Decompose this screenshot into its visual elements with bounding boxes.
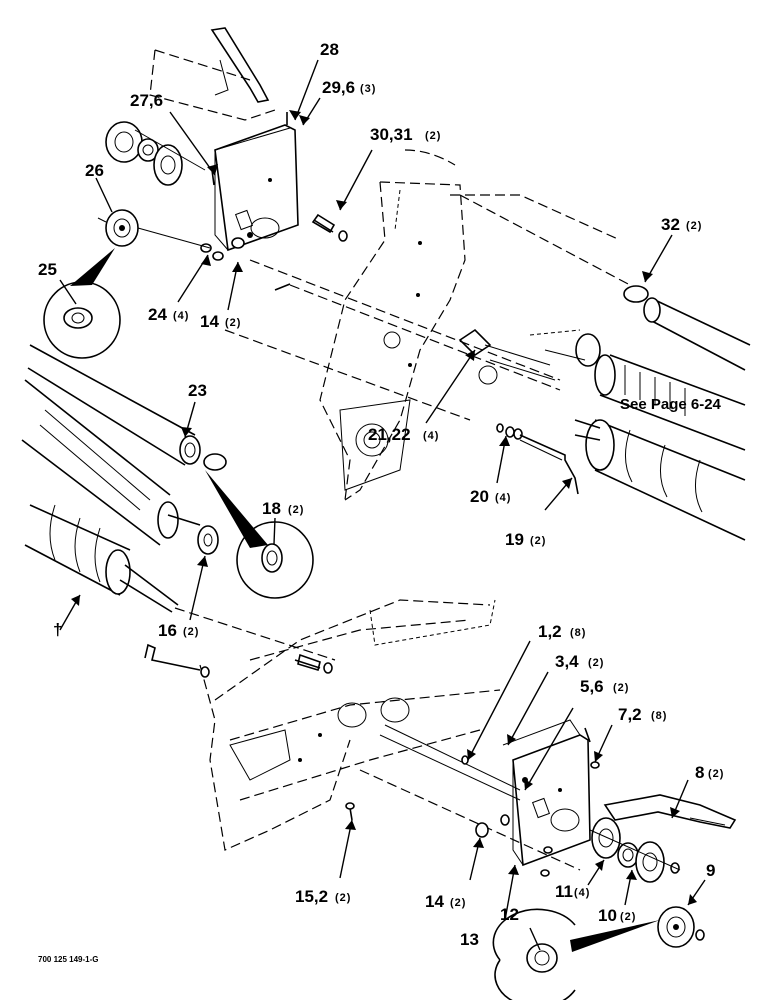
see-page-reference: See Page 6-24 xyxy=(620,396,722,413)
callout-14-upper-qty: (2) xyxy=(225,317,241,329)
callout-19-qty: (2) xyxy=(530,535,546,547)
callout-29-6: 29,6 xyxy=(322,78,355,97)
callout-1-2-qty: (8) xyxy=(570,627,586,639)
right-rollers xyxy=(459,194,751,541)
callout-14-upper: 14 xyxy=(200,312,219,331)
callout-21-22: 21,22 xyxy=(368,425,411,444)
callout-dagger: † xyxy=(53,620,62,639)
callout-labels: 28 29,6 (3) 27,6 26 30,31 (2) 25 32 (2) … xyxy=(38,40,724,964)
callout-30-31: 30,31 xyxy=(370,125,413,144)
leader-lines xyxy=(59,59,706,951)
callout-3-4-qty: (2) xyxy=(588,657,604,669)
callout-30-31-qty: (2) xyxy=(425,130,441,142)
callout-7-2: 7,2 xyxy=(618,705,642,724)
callout-11-qty: (4) xyxy=(574,887,590,899)
callout-25: 25 xyxy=(38,260,57,279)
upper-side-sheet xyxy=(224,149,621,501)
callout-8: 8 xyxy=(695,763,704,782)
callout-7-2-qty: (8) xyxy=(651,710,667,722)
lower-bracket-assembly xyxy=(492,719,737,1000)
callout-23: 23 xyxy=(188,381,207,400)
callout-9: 9 xyxy=(706,861,715,880)
callout-20-qty: (4) xyxy=(495,492,511,504)
callout-10: 10 xyxy=(598,906,617,925)
callout-5-6: 5,6 xyxy=(580,677,604,696)
callout-8-qty: (2) xyxy=(708,768,724,780)
lower-frame xyxy=(144,599,581,871)
callout-1-2: 1,2 xyxy=(538,622,562,641)
callout-3-4: 3,4 xyxy=(555,652,579,671)
callout-15-2: 15,2 xyxy=(295,887,328,906)
callout-21-22-qty: (4) xyxy=(423,430,439,442)
callout-19: 19 xyxy=(505,530,524,549)
callout-20: 20 xyxy=(470,487,489,506)
left-rollers xyxy=(21,344,336,661)
callout-18-qty: (2) xyxy=(288,504,304,516)
callout-14-lower-qty: (2) xyxy=(450,897,466,909)
callout-28: 28 xyxy=(320,40,339,59)
callout-32: 32 xyxy=(661,215,680,234)
callout-27-6: 27,6 xyxy=(130,91,163,110)
callout-24: 24 xyxy=(148,305,167,324)
callout-10-qty: (2) xyxy=(620,911,636,923)
callout-15-2-qty: (2) xyxy=(335,892,351,904)
callout-29-6-qty: (3) xyxy=(360,83,376,95)
callout-13: 13 xyxy=(460,930,479,949)
callout-32-qty: (2) xyxy=(686,220,702,232)
upper-bracket-assembly xyxy=(43,27,299,359)
callout-14-lower: 14 xyxy=(425,892,444,911)
callout-26: 26 xyxy=(85,161,104,180)
callout-18: 18 xyxy=(262,499,281,518)
callout-5-6-qty: (2) xyxy=(613,682,629,694)
callout-11: 11 xyxy=(555,882,573,901)
drawing-code: 700 125 149-1-G xyxy=(38,955,99,964)
callout-16-qty: (2) xyxy=(183,626,199,638)
callout-12: 12 xyxy=(500,905,519,924)
callout-24-qty: (4) xyxy=(173,310,189,322)
callout-16: 16 xyxy=(158,621,177,640)
